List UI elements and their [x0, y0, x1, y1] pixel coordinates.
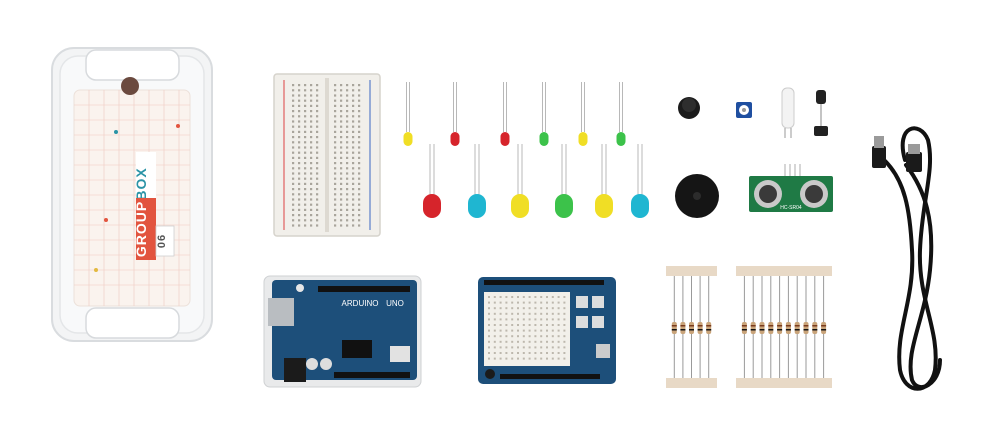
box-label-bottom: GROUP: [133, 198, 156, 260]
box-label-bottom-text: GROUP: [133, 201, 149, 257]
resistor: [697, 276, 703, 378]
resistor: [750, 276, 756, 378]
small-led-red: [500, 82, 510, 146]
resistor: [671, 276, 677, 378]
usb-connector-a: [872, 136, 886, 168]
resistor: [812, 276, 818, 378]
resistor: [794, 276, 800, 378]
resistor: [821, 276, 827, 378]
resistor: [777, 276, 783, 378]
ultrasonic-sensor: HC-SR04: [749, 164, 833, 212]
resistor: [803, 276, 809, 378]
usb-cable: [882, 126, 942, 391]
resistor-strip-left: [666, 266, 717, 388]
small-led-yellow: [403, 82, 413, 146]
resistor: [706, 276, 712, 378]
box-number-text: 06: [156, 234, 168, 248]
large-led-cyan: [631, 144, 649, 218]
resistor: [768, 276, 774, 378]
resistor: [759, 276, 765, 378]
large-led-green: [555, 144, 573, 218]
arduino-board: ARDUINO UNO: [263, 275, 422, 388]
board-brand-label: ARDUINO: [342, 299, 379, 308]
piezo-buzzer: [675, 174, 719, 218]
box-label-top-text: BOX: [133, 167, 149, 200]
small-leds: [403, 82, 626, 146]
small-led-green: [616, 82, 626, 146]
sensor-label: HC-SR04: [780, 205, 802, 211]
large-led-yellow: [511, 144, 529, 218]
small-led-green: [539, 82, 549, 146]
photo-sensor: [814, 90, 828, 136]
board-model-label: UNO: [386, 299, 404, 308]
resistor: [741, 276, 747, 378]
large-led-red: [423, 144, 441, 218]
small-led-yellow: [578, 82, 588, 146]
large-leds: [423, 144, 649, 218]
small-led-red: [450, 82, 460, 146]
resistor-strip-right: [736, 266, 832, 388]
proto-shield: [478, 277, 616, 384]
large-led-yellow: [595, 144, 613, 218]
resistor: [689, 276, 694, 378]
white-component: [781, 87, 795, 138]
breadboard: [273, 73, 381, 237]
large-led-cyan: [468, 144, 486, 218]
resistor: [680, 276, 686, 378]
potentiometer: [736, 102, 752, 118]
usb-connector-b: [906, 144, 922, 172]
resistor: [785, 276, 791, 378]
storage-box: BOX GROUP 06: [51, 47, 213, 342]
box-number-tag: 06: [155, 225, 175, 257]
push-button-knob: [678, 97, 700, 119]
